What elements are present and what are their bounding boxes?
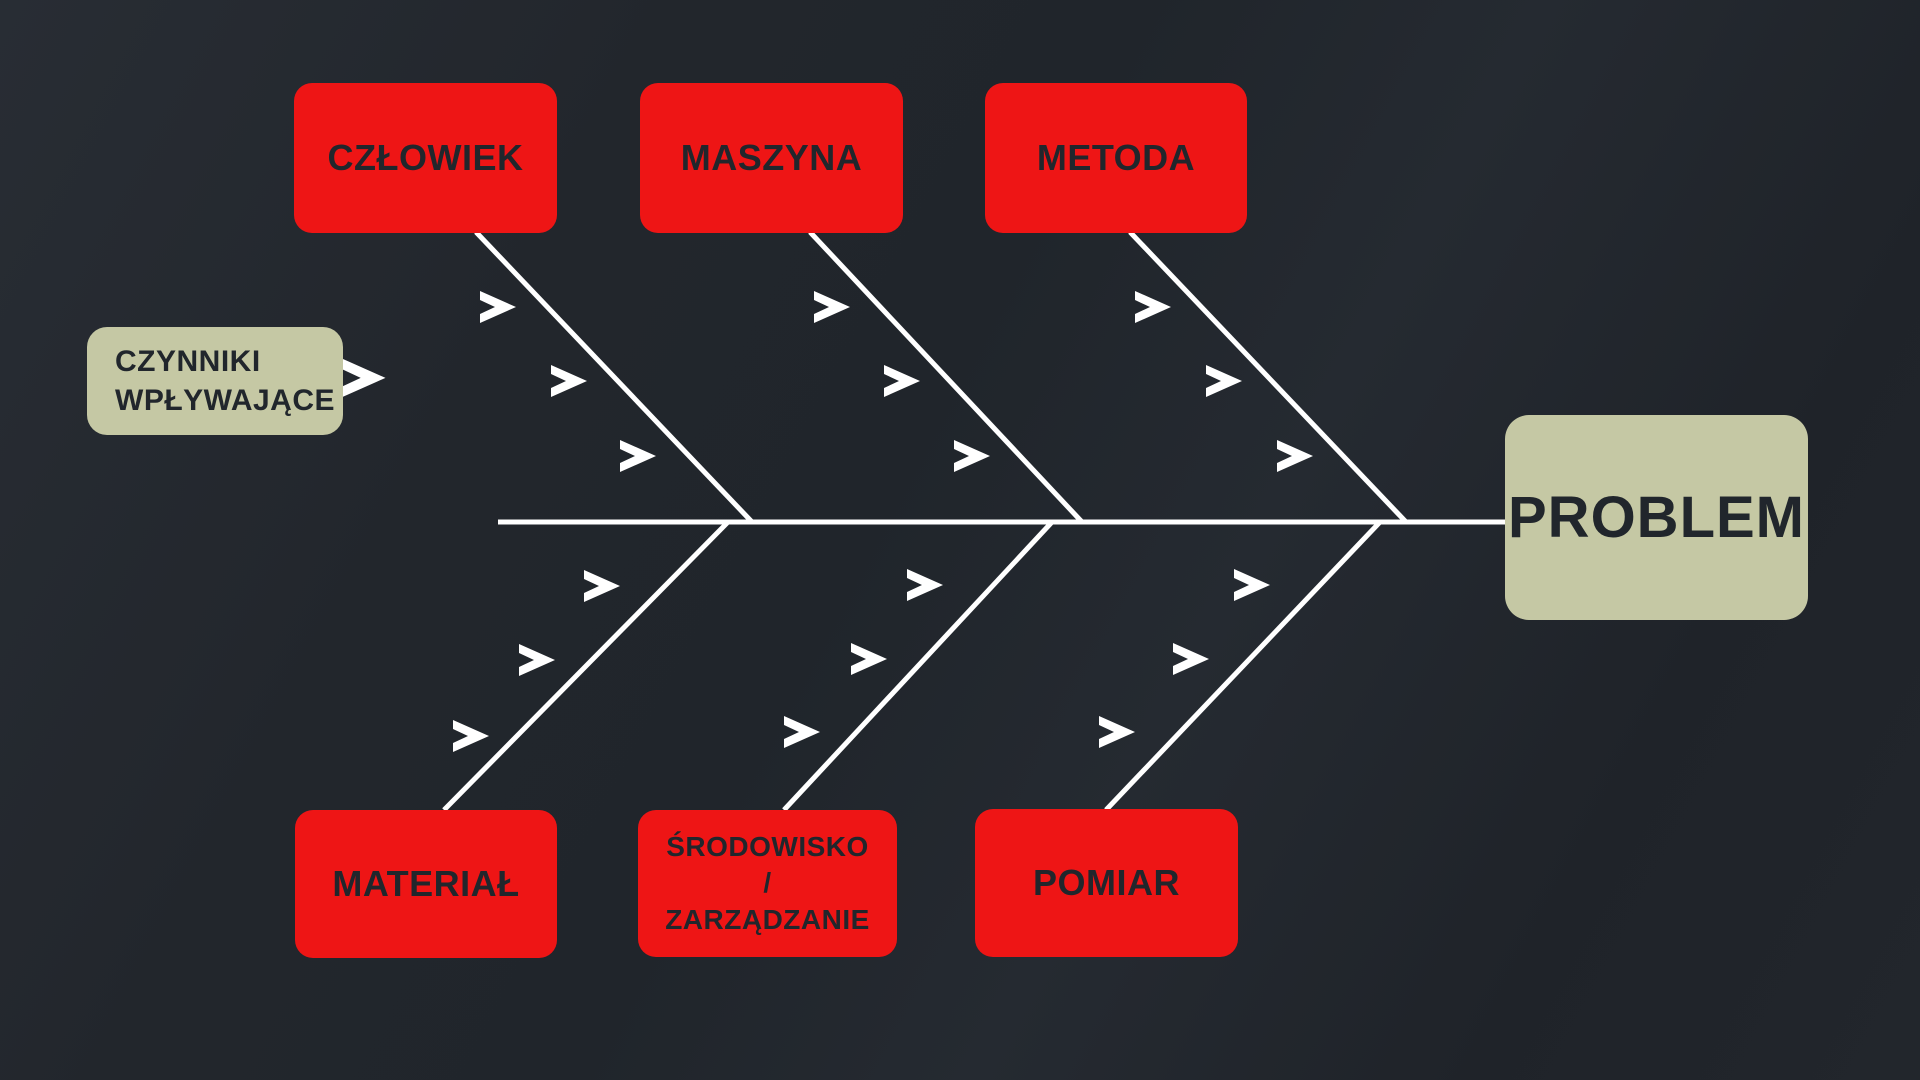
bone-metoda-line bbox=[1128, 230, 1408, 524]
category-box-pomiar[interactable]: POMIAR bbox=[975, 809, 1238, 957]
category-label: CZŁOWIEK bbox=[327, 137, 524, 179]
bone-maszyna-line bbox=[808, 230, 1084, 524]
effect-label: PROBLEM bbox=[1508, 484, 1805, 550]
chevron-icon bbox=[907, 569, 943, 601]
causes-label-line1: CZYNNIKI bbox=[115, 345, 261, 378]
chevron-icon bbox=[884, 365, 920, 397]
chevron-icon bbox=[453, 720, 489, 752]
category-label: MATERIAŁ bbox=[332, 863, 520, 905]
chevron-icon bbox=[1099, 716, 1135, 748]
effect-box-problem[interactable]: PROBLEM bbox=[1505, 415, 1808, 620]
chevron-icon bbox=[551, 365, 587, 397]
chevron-icon bbox=[814, 291, 850, 323]
causes-label-line2: WPŁYWAJĄCE bbox=[115, 384, 336, 417]
category-label: METODA bbox=[1036, 137, 1196, 179]
category-box-metoda[interactable]: METODA bbox=[985, 83, 1247, 233]
chevron-icon bbox=[1173, 643, 1209, 675]
category-label: ŚRODOWISKO / ZARZĄDZANIE bbox=[665, 829, 870, 938]
chevron-icon bbox=[519, 644, 555, 676]
category-box-srodowisko-zarzadzanie[interactable]: ŚRODOWISKO / ZARZĄDZANIE bbox=[638, 810, 897, 957]
chevron-icon bbox=[1206, 365, 1242, 397]
bone-srodowisko-line bbox=[782, 520, 1054, 812]
chevron-icon bbox=[954, 440, 990, 472]
bone-pomiar-line bbox=[1104, 520, 1382, 812]
category-label-line1: ŚRODOWISKO bbox=[666, 830, 869, 862]
chevron-icon bbox=[620, 440, 656, 472]
category-label-line3: ZARZĄDZANIE bbox=[665, 903, 870, 935]
chevron-icon bbox=[343, 359, 386, 397]
category-box-maszyna[interactable]: MASZYNA bbox=[640, 83, 903, 233]
category-label-line2: / bbox=[763, 867, 772, 899]
category-box-czlowiek[interactable]: CZŁOWIEK bbox=[294, 83, 557, 233]
causes-box-czynniki-wplywajace[interactable]: CZYNNIKI WPŁYWAJĄCE bbox=[87, 327, 343, 435]
bone-czlowiek-line bbox=[474, 230, 754, 524]
chevron-icon bbox=[784, 716, 820, 748]
category-label: MASZYNA bbox=[680, 137, 863, 179]
chevron-icon bbox=[480, 291, 516, 323]
chevron-icon bbox=[851, 643, 887, 675]
chevron-icon bbox=[1277, 440, 1313, 472]
causes-label: CZYNNIKI WPŁYWAJĄCE bbox=[115, 342, 335, 420]
chevron-icon bbox=[1234, 569, 1270, 601]
category-box-material[interactable]: MATERIAŁ bbox=[295, 810, 557, 958]
bone-material-line bbox=[442, 520, 730, 812]
chevron-icon bbox=[584, 570, 620, 602]
chevron-icon bbox=[1135, 291, 1171, 323]
category-label: POMIAR bbox=[1033, 862, 1180, 904]
